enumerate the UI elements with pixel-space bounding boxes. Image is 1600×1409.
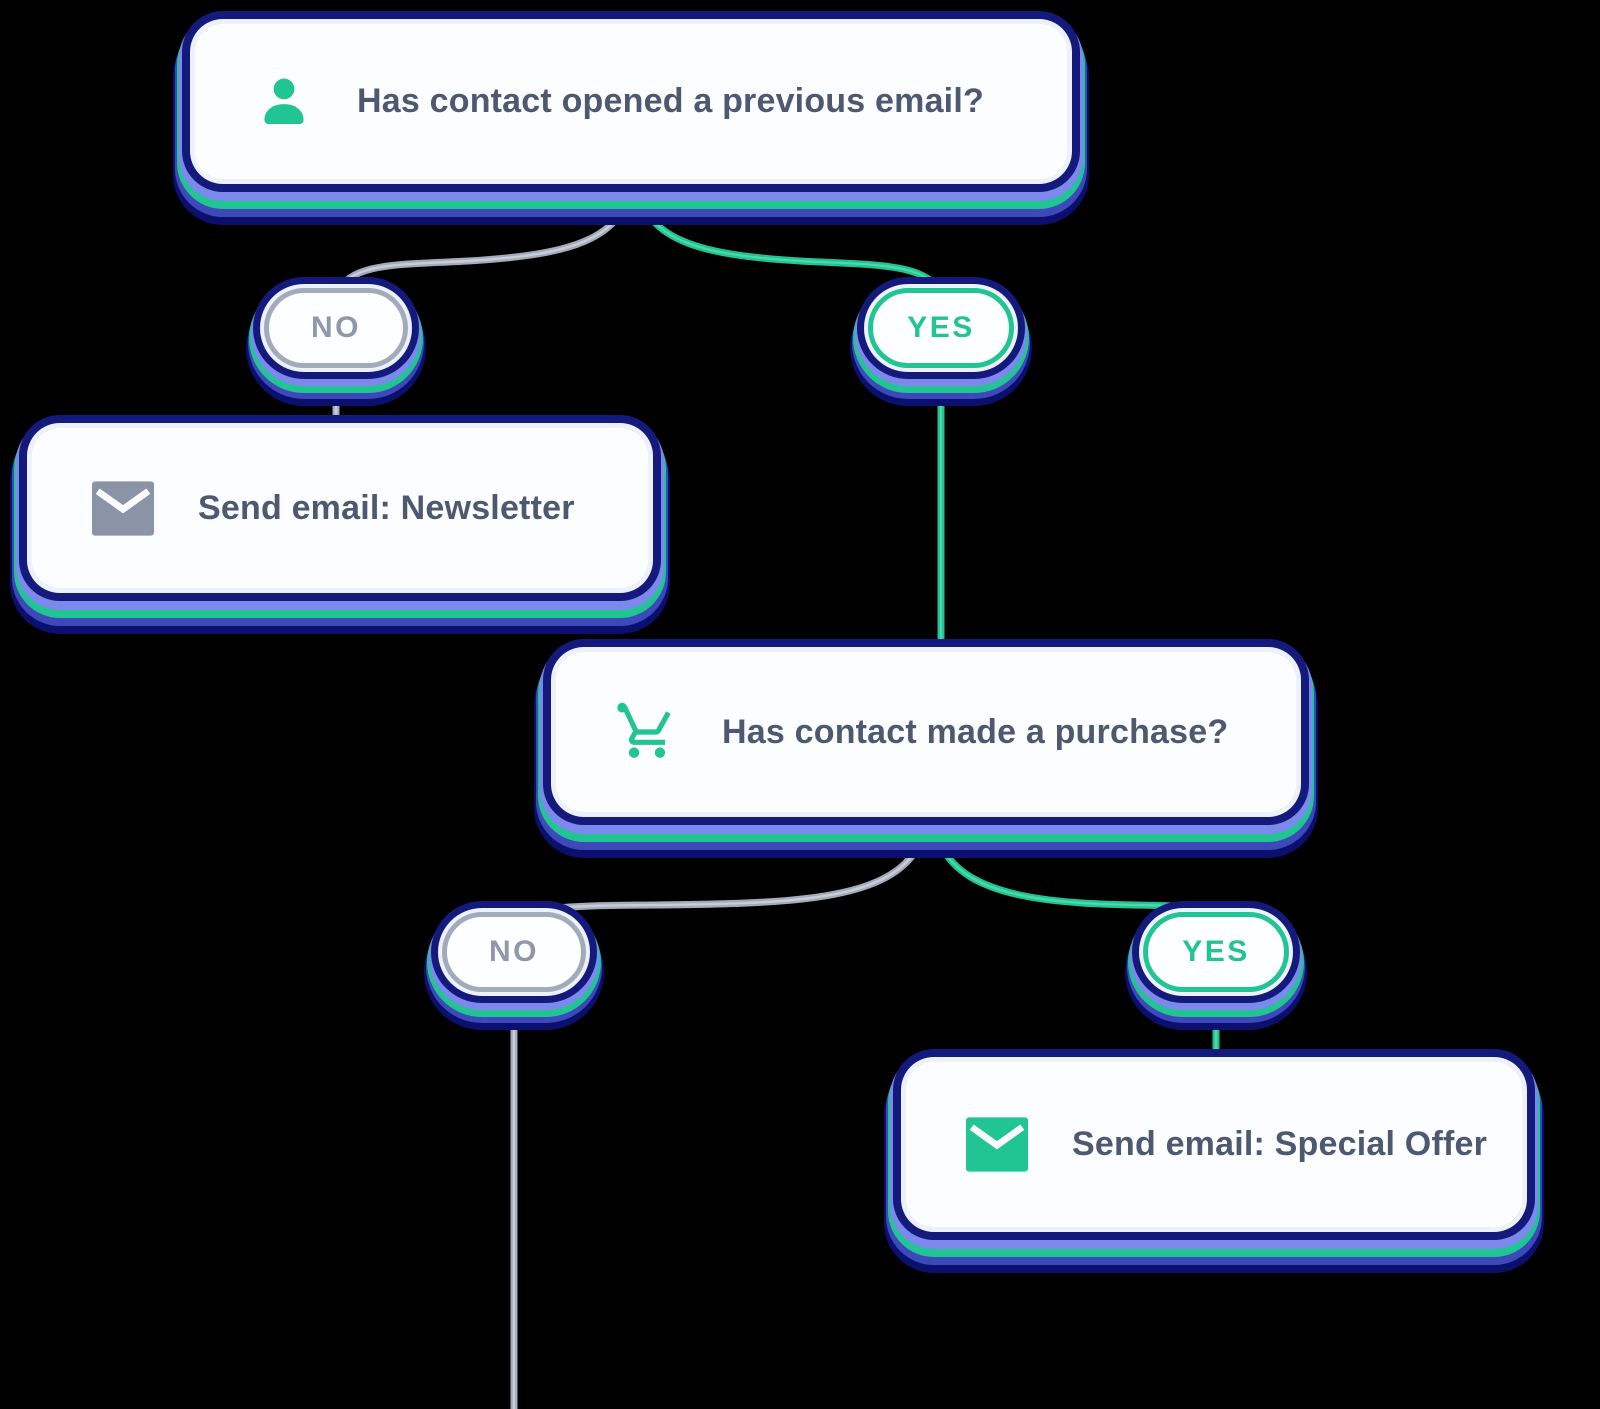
branch-yes-2: YES [1143, 912, 1289, 992]
branch-label: NO [311, 311, 361, 344]
connector-q1-to-no1 [333, 172, 636, 298]
connector-q1-to-yes1 [632, 172, 945, 298]
node-send-newsletter: Send email: Newsletter [32, 428, 648, 588]
envelope-icon [966, 1117, 1028, 1172]
node-label: Send email: Newsletter [198, 488, 575, 527]
node-label: Send email: Special Offer [1072, 1125, 1488, 1163]
cart-icon [616, 701, 678, 763]
branch-label: YES [907, 311, 975, 344]
node-label: Has contact opened a previous email? [357, 82, 984, 120]
node-send-special-offer: Send email: Special Offer [906, 1062, 1522, 1227]
person-icon [255, 73, 313, 131]
connector-q2-to-no2 [510, 806, 932, 926]
branch-no-1: NO [264, 288, 408, 368]
branch-yes-1: YES [868, 288, 1014, 368]
node-label: Has contact made a purchase? [722, 712, 1229, 751]
envelope-icon [92, 480, 154, 536]
branch-label: NO [489, 935, 539, 968]
node-question-opened-email: Has contact opened a previous email? [195, 24, 1067, 179]
branch-label: YES [1182, 935, 1250, 968]
node-question-made-purchase: Has contact made a purchase? [556, 652, 1296, 812]
branch-no-2: NO [442, 912, 586, 992]
